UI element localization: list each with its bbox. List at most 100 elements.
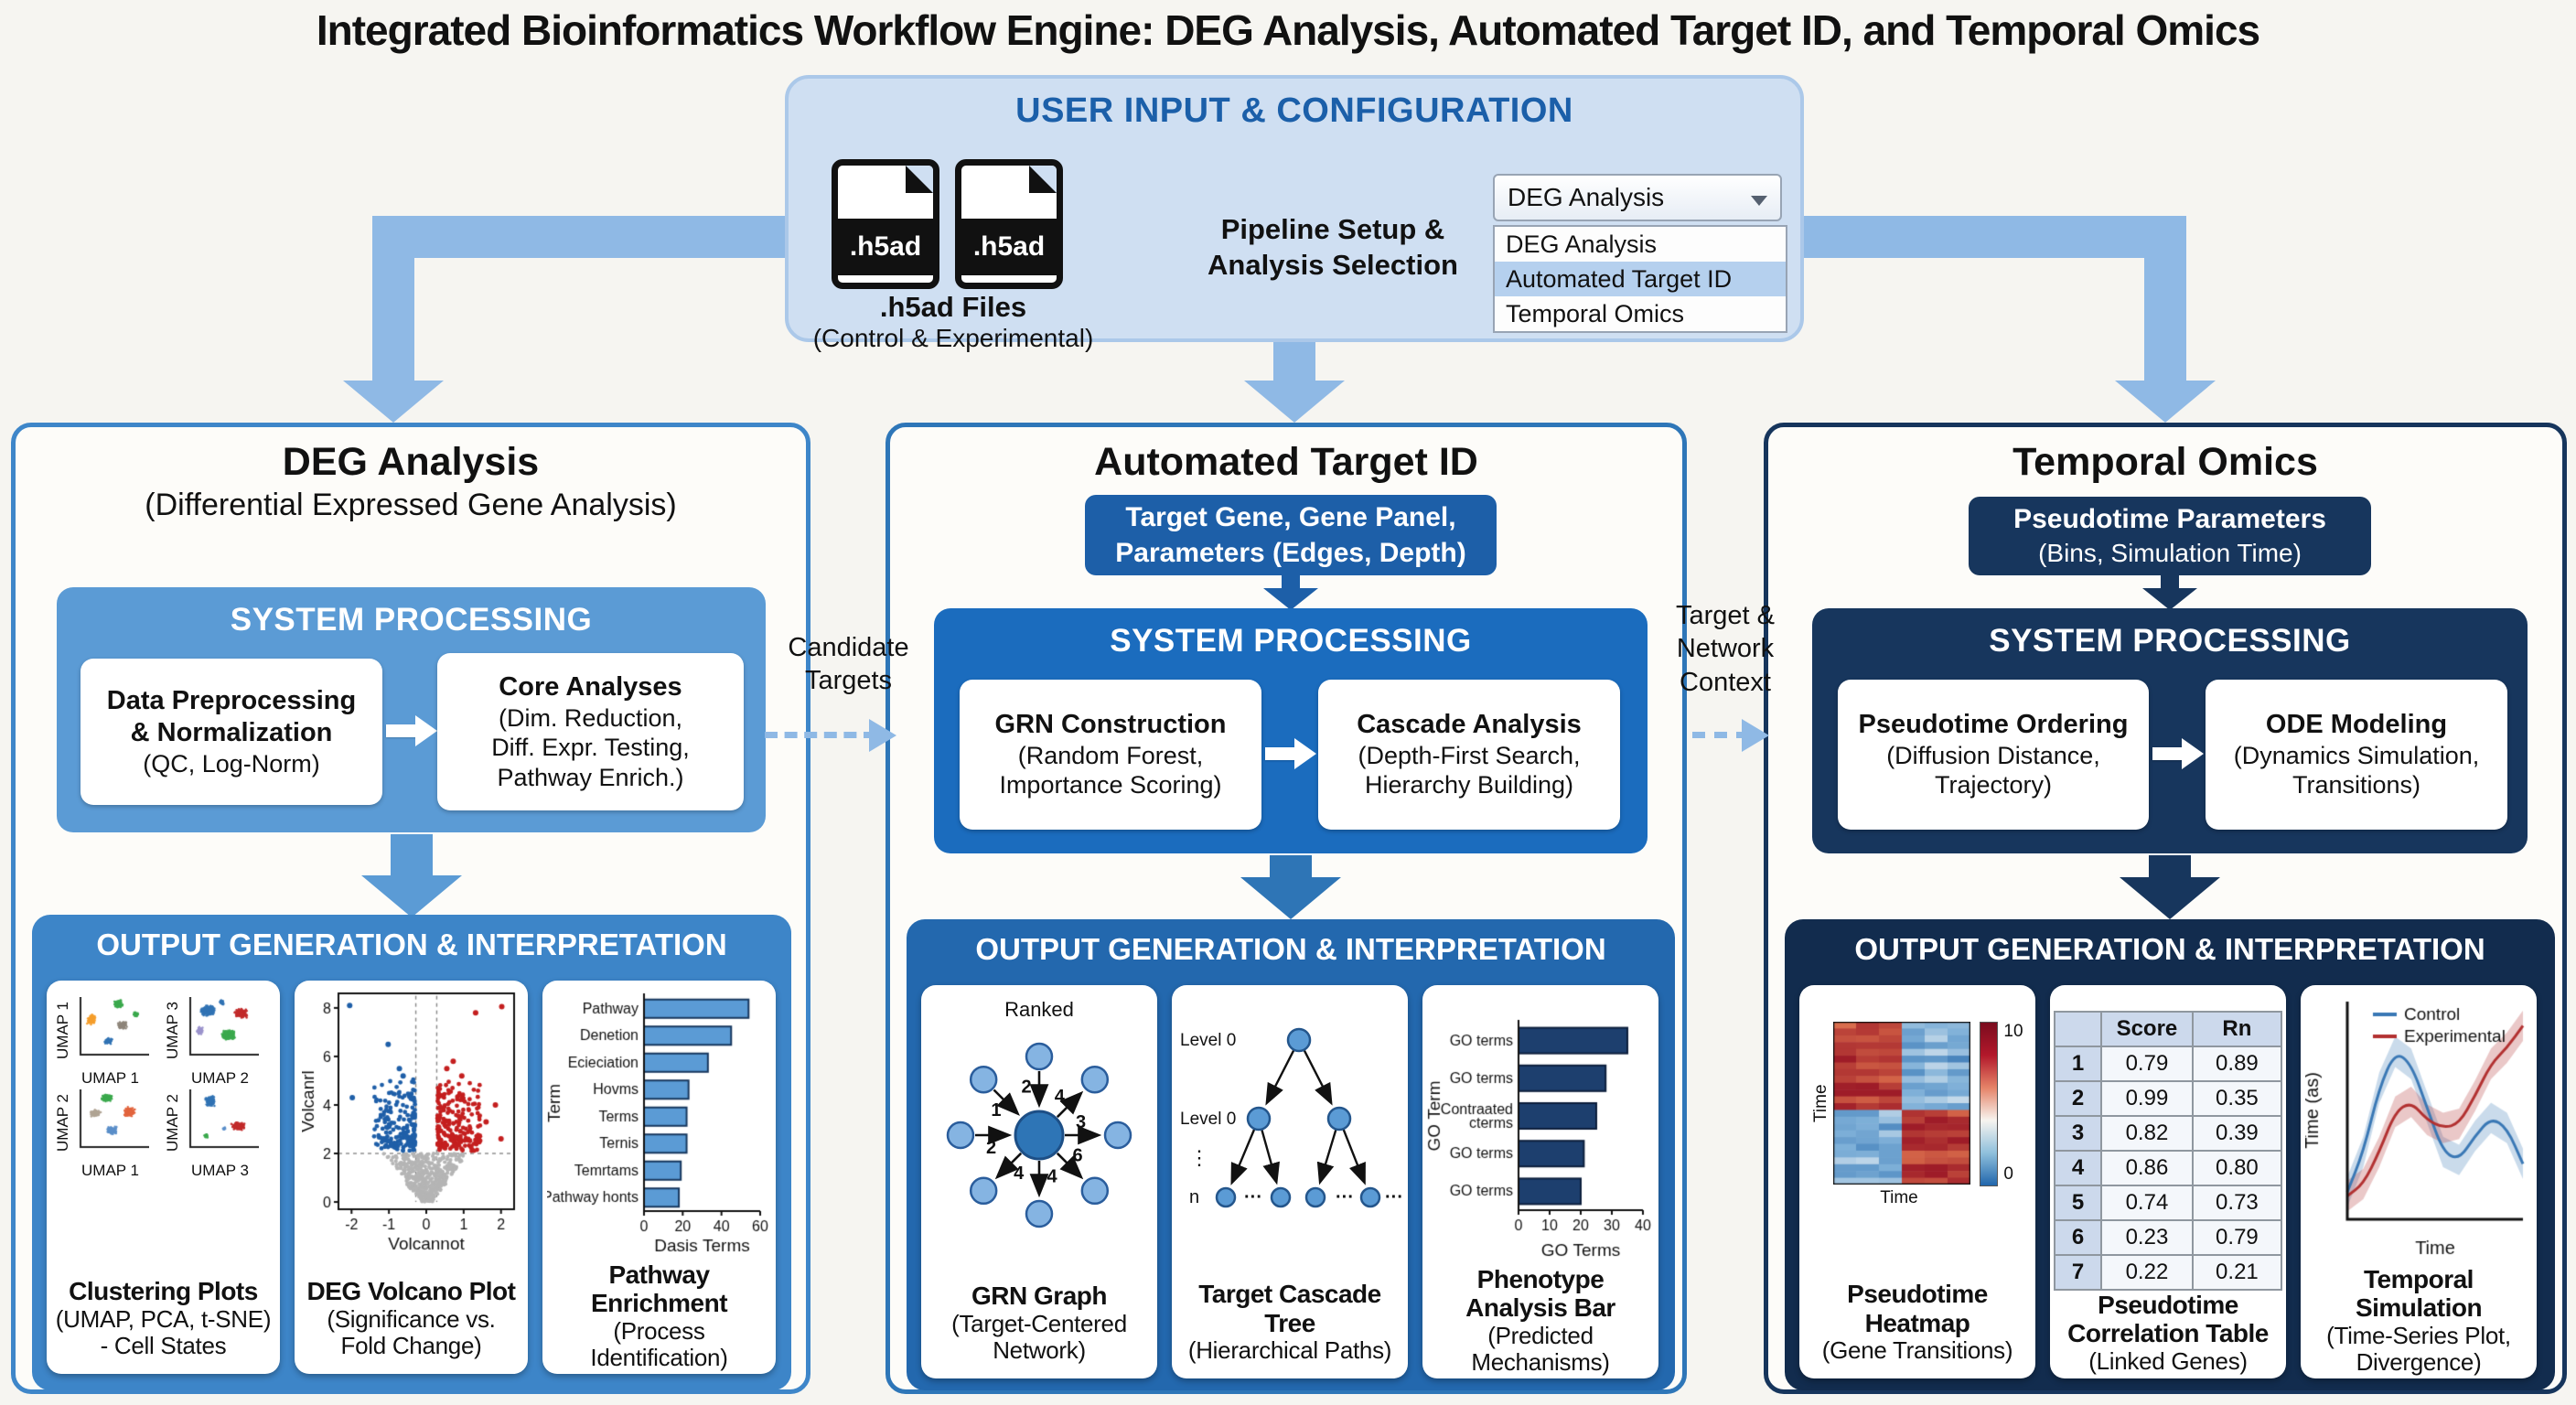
arrow-top-to-temporal-vertical [2144, 216, 2186, 381]
caption-rest: (Linked Genes) [2088, 1346, 2248, 1375]
deg-down-arrow [391, 834, 433, 878]
option-deg-analysis[interactable]: DEG Analysis [1506, 231, 1658, 258]
temporal-output-header: OUTPUT GENERATION & INTERPRETATION [1854, 932, 2485, 966]
svg-text:4: 4 [1046, 1167, 1057, 1187]
temporal-input-chip: Pseudotime Parameters (Bins, Simulation … [1969, 497, 2371, 575]
arrow-top-to-temporal-horizontal [1804, 216, 2186, 258]
caption-rest: (UMAP, PCA, t-SNE) - Cell States [55, 1304, 272, 1359]
chip-down-arrow [1282, 575, 1300, 590]
step-arrow-head [2182, 738, 2204, 769]
pathway-bar-canvas [547, 986, 771, 1260]
option-temporal-omics[interactable]: Temporal Omics [1506, 300, 1685, 327]
volcano-plot-canvas [301, 986, 521, 1260]
heatmap-ylabel: Time [1811, 1084, 1831, 1122]
temporal-processing-header: SYSTEM PROCESSING [1989, 623, 2351, 659]
file-fold-corner [906, 166, 933, 193]
deg-analysis-column: DEG Analysis (Differential Expressed Gen… [11, 423, 810, 1394]
files-label: .h5ad Files [879, 291, 1027, 323]
svg-text:3: 3 [1076, 1112, 1086, 1132]
colorbar-max: 10 [2003, 1022, 2023, 1041]
chip-line2: (Bins, Simulation Time) [2038, 539, 2302, 568]
candidate-targets-dashed-arrow [765, 732, 876, 738]
arrow-top-to-temporal-head [2115, 381, 2216, 423]
caption-bold: Target Cascade Tree [1198, 1280, 1381, 1337]
targetid-output-header: OUTPUT GENERATION & INTERPRETATION [975, 932, 1606, 966]
analysis-options-list: DEG Analysis Automated Target ID Tempora… [1493, 225, 1787, 333]
caption-bold: DEG Volcano Plot [306, 1277, 516, 1306]
targetid-down-arrow [1270, 855, 1312, 879]
target-network-arrow-head [1742, 719, 1769, 752]
step-title: Core Analyses [499, 672, 682, 702]
ranked-label: Ranked [1004, 998, 1074, 1021]
target-network-dashed-arrow [1692, 732, 1749, 738]
panel-caption: GRN Graph (Target-Centered Network) [925, 1282, 1154, 1364]
svg-text:···: ··· [1385, 1187, 1401, 1207]
chip-line1: Target Gene, Gene Panel, [1125, 502, 1456, 532]
svg-text:4: 4 [1055, 1087, 1066, 1107]
page-title: Integrated Bioinformatics Workflow Engin… [316, 6, 2260, 54]
heatmap-colorbar [1980, 1022, 1999, 1186]
file-extension-label: .h5ad [961, 219, 1057, 275]
caption-rest: (Gene Transitions) [1821, 1335, 2013, 1364]
automated-target-id-column: Automated Target ID Target Gene, Gene Pa… [886, 423, 1687, 1394]
pseudotime-heatmap-panel: Time 10 0 Time Pseudotime Heatmap (Gene … [1799, 985, 2035, 1378]
svg-text:n: n [1189, 1187, 1199, 1207]
temporal-simulation-panel: Temporal Simulation (Time-Series Plot, D… [2301, 985, 2537, 1378]
temporal-column-title: Temporal Omics [2012, 440, 2318, 484]
step-title: Data Preprocessing & Normalization [106, 686, 357, 747]
step-arrow-head [1294, 738, 1316, 769]
colorbar-min: 0 [2003, 1164, 2013, 1184]
deg-column-subtitle: (Differential Expressed Gene Analysis) [145, 488, 677, 522]
targetid-input-chip: Target Gene, Gene Panel, Parameters (Edg… [1085, 495, 1497, 575]
heatmap-figure: Time 10 0 [1811, 1022, 2023, 1186]
svg-text:4: 4 [1014, 1164, 1025, 1184]
analysis-select[interactable]: DEG Analysis [1493, 174, 1782, 221]
option-automated-target-id[interactable]: Automated Target ID [1495, 262, 1786, 296]
caption-bold: GRN Graph [971, 1282, 1107, 1311]
svg-text:1: 1 [991, 1100, 1001, 1121]
arrow-top-to-targetid-head [1244, 381, 1345, 423]
chip-line2: Parameters (Edges, Depth) [1115, 538, 1466, 568]
step-arrow-head [415, 715, 437, 746]
panel-caption: Pathway Enrichment (Process Identificati… [546, 1260, 772, 1371]
step-detail: (Dynamics Simulation, Transitions) [2233, 742, 2480, 799]
step-detail: (Diffusion Distance, Trajectory) [1886, 742, 2100, 799]
step-arrow [2152, 747, 2184, 760]
panel-caption: Target Cascade Tree (Hierarchical Paths) [1175, 1280, 1404, 1364]
temporal-output-box: OUTPUT GENERATION & INTERPRETATION Time … [1785, 919, 2555, 1390]
heatmap-xlabel: Time [1880, 1188, 1918, 1207]
chip-down-arrow [2161, 575, 2179, 590]
chip-line1: Pseudotime Parameters [2013, 504, 2326, 535]
h5ad-file-icon: .h5ad [832, 159, 939, 289]
targetid-output-box: OUTPUT GENERATION & INTERPRETATION Ranke… [907, 919, 1675, 1390]
deg-down-arrow-head [361, 875, 462, 917]
step-arrow [1265, 747, 1296, 760]
caption-rest: (Significance vs. Fold Change) [327, 1304, 496, 1359]
pathway-enrichment-panel: Pathway Enrichment (Process Identificati… [542, 981, 776, 1374]
svg-text:···: ··· [1244, 1187, 1262, 1207]
pseudotime-ordering-step: Pseudotime Ordering (Diffusion Distance,… [1838, 680, 2149, 830]
candidate-targets-arrow-head [869, 719, 896, 752]
targetid-down-arrow-head [1240, 877, 1341, 919]
arrow-top-to-targetid-vertical [1273, 342, 1315, 382]
deg-column-title: DEG Analysis [282, 440, 540, 484]
temporal-omics-column: Temporal Omics Pseudotime Parameters (Bi… [1764, 423, 2567, 1394]
caption-rest: (Process Identification) [590, 1316, 728, 1371]
temporal-down-arrow [2149, 855, 2191, 879]
targetid-system-processing: SYSTEM PROCESSING GRN Construction (Rand… [934, 608, 1648, 853]
svg-text:Level 0: Level 0 [1180, 1031, 1236, 1050]
caption-bold: Phenotype Analysis Bar [1465, 1265, 1615, 1323]
